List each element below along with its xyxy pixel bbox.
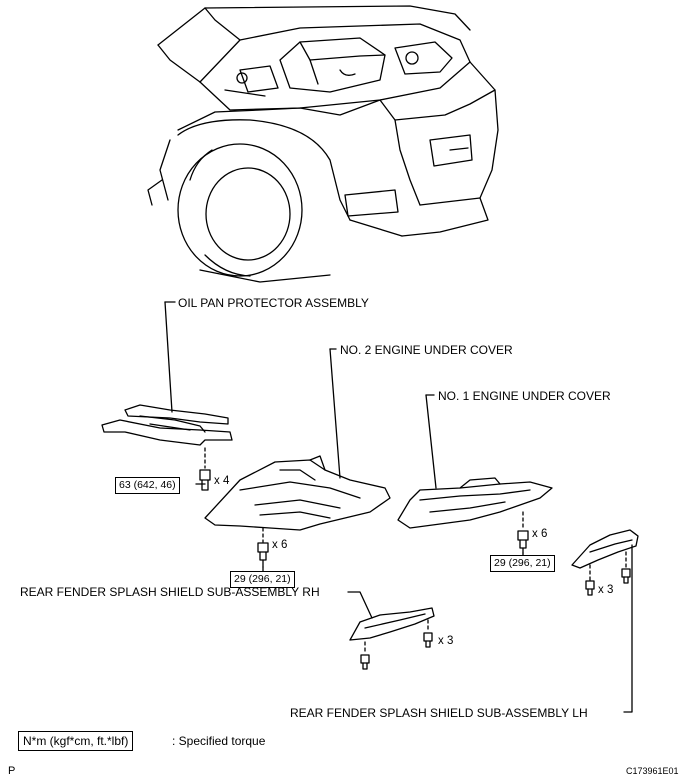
rh-shield-bolt-quantity: x 3 xyxy=(438,635,454,647)
no1-engine-under-cover-illustration xyxy=(397,394,553,554)
oil-pan-protector-torque: 63 (642, 46) xyxy=(115,477,180,494)
no1-engine-under-cover-label: NO. 1 ENGINE UNDER COVER xyxy=(438,389,611,403)
lh-shield-bolt-quantity: x 3 xyxy=(598,584,614,596)
rear-fender-rh-illustration xyxy=(347,591,435,670)
figure-code: C173961E01 xyxy=(626,766,679,776)
torque-legend-description: : Specified torque xyxy=(172,734,266,748)
page-mark: P xyxy=(8,765,16,777)
no2-cover-torque: 29 (296, 21) xyxy=(230,571,295,588)
no2-engine-under-cover-illustration xyxy=(204,348,391,568)
vehicle-front-illustration xyxy=(147,5,499,283)
rear-fender-lh-illustration xyxy=(571,529,639,713)
rear-fender-lh-label: REAR FENDER SPLASH SHIELD SUB-ASSEMBLY L… xyxy=(290,706,588,720)
no1-cover-bolt-quantity: x 6 xyxy=(532,528,548,540)
no2-engine-under-cover-label: NO. 2 ENGINE UNDER COVER xyxy=(340,343,513,357)
oil-pan-protector-label: OIL PAN PROTECTOR ASSEMBLY xyxy=(178,296,369,310)
no2-cover-bolt-quantity: x 6 xyxy=(272,539,288,551)
torque-unit-legend: N*m (kgf*cm, ft.*lbf) xyxy=(18,731,134,751)
rear-fender-rh-label: REAR FENDER SPLASH SHIELD SUB-ASSEMBLY R… xyxy=(20,585,320,599)
oil-pan-bolt-quantity: x 4 xyxy=(214,475,230,487)
oil-pan-protector-illustration xyxy=(101,301,233,491)
no1-cover-torque: 29 (296, 21) xyxy=(490,555,555,572)
